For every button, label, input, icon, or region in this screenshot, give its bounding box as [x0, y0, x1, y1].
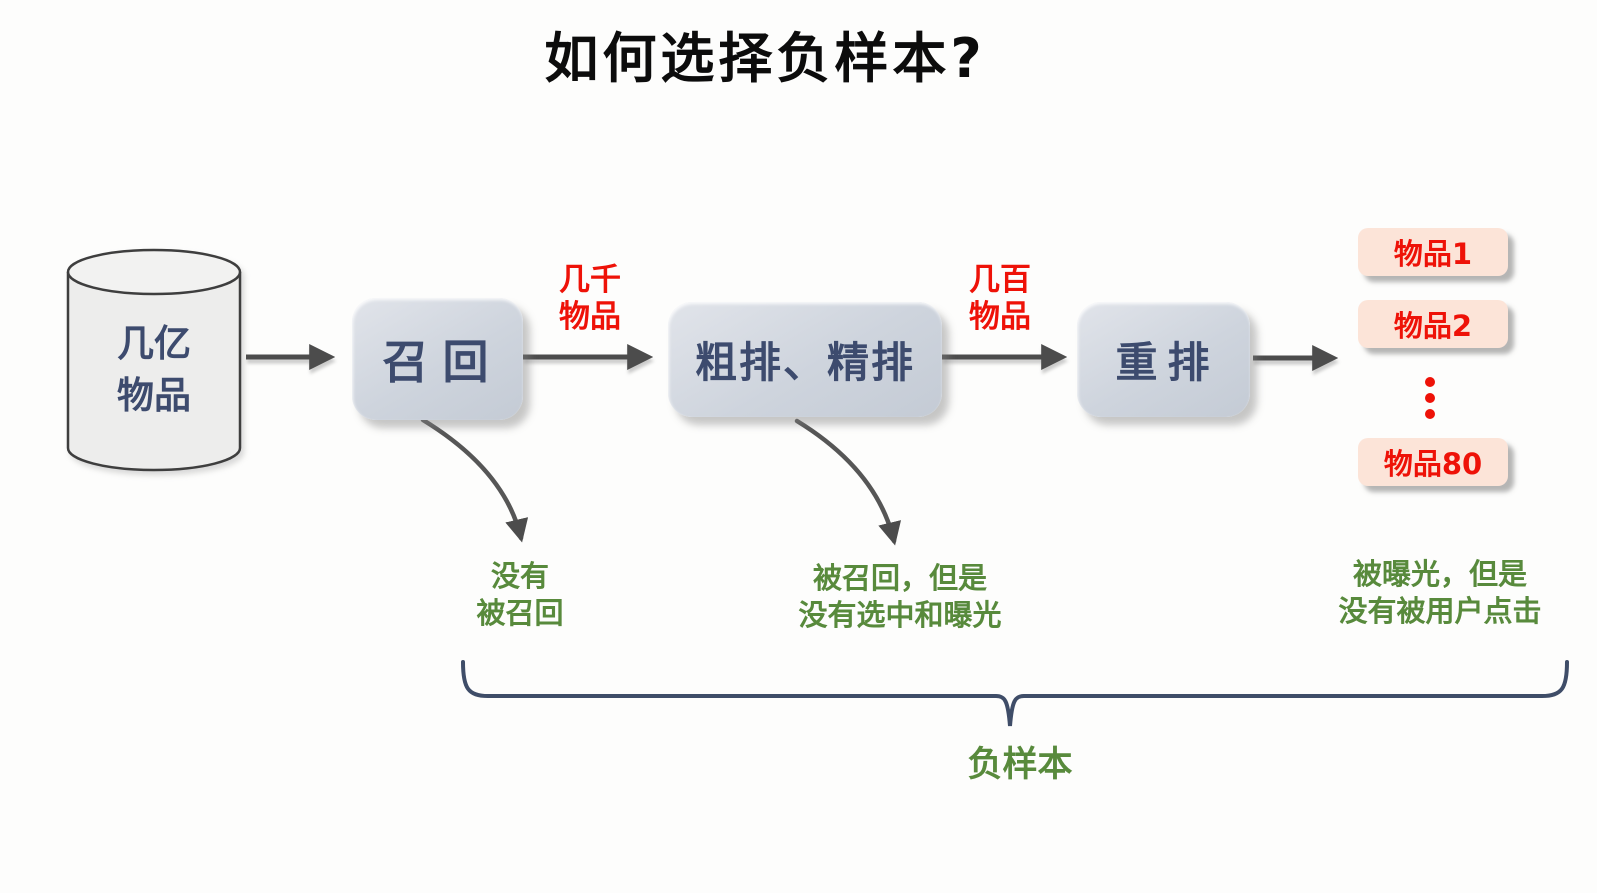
cylinder-top — [66, 248, 242, 296]
items-database-cylinder — [66, 248, 242, 472]
note-not-clicked: 被曝光，但是 没有被用户点击 — [1295, 556, 1585, 630]
output-item-1: 物品1 — [1358, 228, 1508, 276]
source-database-label: 几亿 物品 — [68, 318, 240, 422]
negative-samples-brace — [461, 660, 1569, 727]
output-item-80: 物品80 — [1358, 438, 1508, 486]
output-item-80-label: 物品80 — [1383, 447, 1483, 481]
negative-samples-label: 负样本 — [967, 745, 1073, 785]
output-item-2: 物品2 — [1358, 300, 1508, 348]
stage-box-ranking: 粗排、精排 — [668, 302, 942, 417]
output-item-1-label: 物品1 — [1393, 237, 1473, 271]
note-not-selected-line1: 被召回，但是 — [812, 561, 987, 595]
dropout-arrows — [420, 417, 902, 546]
cylinder-body — [66, 272, 242, 472]
stage-ranking-label: 粗排、精排 — [694, 338, 915, 387]
output-item-2-label: 物品2 — [1393, 309, 1473, 343]
note-not-recalled: 没有 被召回 — [395, 558, 645, 632]
source-label-line2: 物品 — [117, 374, 191, 417]
arrow-not-selected — [794, 418, 902, 546]
ellipsis-dots-icon — [1425, 377, 1435, 419]
note-not-recalled-line2: 被召回 — [476, 596, 564, 630]
note-not-selected-line2: 没有选中和曝光 — [798, 598, 1002, 632]
count-thousands-line2: 物品 — [559, 299, 621, 335]
arrow-not-recalled — [420, 417, 529, 543]
stage-box-recall: 召回 — [352, 298, 523, 420]
note-not-clicked-line1: 被曝光，但是 — [1352, 557, 1527, 591]
count-hundreds-line1: 几百 — [969, 262, 1031, 298]
count-label-hundreds: 几百 物品 — [925, 262, 1075, 336]
count-label-thousands: 几千 物品 — [515, 262, 665, 336]
source-label-line1: 几亿 — [117, 322, 191, 365]
note-not-recalled-line1: 没有 — [490, 559, 549, 593]
stage-box-rerank: 重排 — [1077, 302, 1250, 417]
stage-rerank-label: 重排 — [1115, 338, 1220, 387]
stage-recall-label: 召回 — [382, 335, 503, 389]
page-title: 如何选择负样本? — [544, 27, 986, 90]
note-not-clicked-line2: 没有被用户点击 — [1338, 594, 1542, 628]
pipeline-arrows — [246, 344, 1339, 371]
note-not-selected: 被召回，但是 没有选中和曝光 — [760, 560, 1040, 634]
count-thousands-line1: 几千 — [559, 262, 621, 298]
count-hundreds-line2: 物品 — [969, 299, 1031, 335]
